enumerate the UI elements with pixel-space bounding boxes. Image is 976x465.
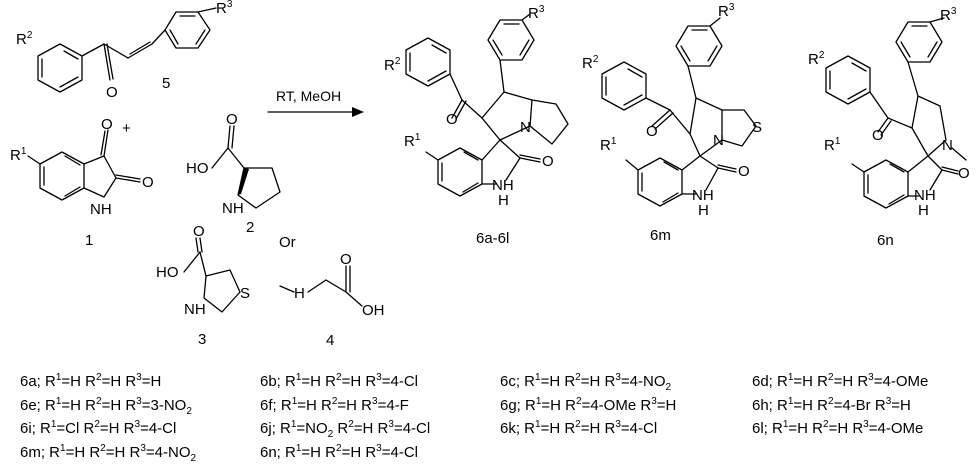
- compound-1-number: 1: [85, 232, 93, 249]
- substituent-entry: 6m; R1=H R2=H R3=4-NO2: [20, 443, 197, 464]
- chalcone-5-structure: R2 R3 O 5: [16, 0, 233, 101]
- r2-label: R2: [384, 56, 401, 74]
- r3-label: R3: [718, 2, 735, 20]
- substituent-entry: 6j; R1=NO2 R2=H R3=4-Cl: [260, 419, 431, 440]
- substituent-entry: 6a; R1=H R2=H R3=H: [20, 372, 162, 390]
- product-label-6m: 6m: [650, 227, 671, 244]
- n-label: N: [942, 137, 953, 154]
- plus-sign: +: [122, 120, 131, 137]
- r1-label: R1: [600, 136, 617, 154]
- s-label: S: [752, 119, 762, 136]
- sarcosine-4-structure: H O OH 4: [279, 251, 385, 349]
- nh-label: NH: [222, 200, 244, 217]
- nh-label: NH: [692, 187, 714, 204]
- o-label: O: [340, 251, 352, 268]
- o-label: O: [446, 111, 458, 128]
- o-label: O: [872, 127, 884, 144]
- n-label: N: [520, 119, 531, 136]
- oh-label: OH: [362, 302, 385, 319]
- substituent-entry: 6e; R1=H R2=H R3=3-NO2: [20, 396, 192, 417]
- substituent-entry: 6b; R1=H R2=H R3=4-Cl: [260, 372, 418, 390]
- r2-label: R2: [582, 54, 599, 72]
- substituent-entry: 6h; R1=H R2=4-Br R3=H: [752, 396, 911, 414]
- product-6a-6l-structure: O R2 R3 N R1 O NH H 6a-6l: [384, 4, 569, 247]
- n-label: N: [713, 132, 724, 149]
- ho-label: HO: [156, 264, 179, 281]
- product-label-6n: 6n: [877, 232, 894, 249]
- n-label: H: [294, 285, 305, 302]
- nh-label: NH: [914, 187, 936, 204]
- o-label: O: [106, 84, 118, 101]
- r1-label: R1: [404, 132, 421, 150]
- thioproline-3-structure: HO O S NH 3: [156, 223, 250, 348]
- compound-3-number: 3: [198, 331, 206, 348]
- substituent-entry: 6c; R1=H R2=H R3=4-NO2: [500, 372, 672, 393]
- isatin-1-structure: R1 O O NH + 1: [10, 116, 154, 249]
- h-label: H: [698, 202, 709, 219]
- o-label: O: [958, 165, 970, 182]
- compound-5-number: 5: [162, 75, 170, 92]
- o-label: O: [142, 174, 154, 191]
- substituent-entry: 6d; R1=H R2=H R3=4-OMe: [752, 372, 929, 390]
- r1-label: R1: [10, 146, 27, 164]
- proline-2-structure: HO O NH 2 Or: [186, 111, 296, 251]
- reaction-conditions: RT, MeOH: [276, 88, 341, 104]
- r2-label: R2: [16, 30, 33, 48]
- compound-2-number: 2: [246, 219, 254, 236]
- s-label: S: [240, 285, 250, 302]
- compound-4-number: 4: [326, 332, 334, 349]
- r3-label: R3: [216, 0, 233, 17]
- or-text: Or: [279, 234, 296, 251]
- h-label: H: [498, 192, 509, 209]
- substituent-entry: 6k; R1=H R2=H R3=4-Cl: [500, 419, 658, 437]
- ho-label: HO: [186, 160, 209, 177]
- substituent-entry: 6g; R1=H R2=4-OMe R3=H: [500, 396, 677, 414]
- o-label: O: [646, 123, 658, 140]
- o-label: O: [101, 116, 113, 133]
- r3-label: R3: [528, 4, 545, 22]
- substituent-entry: 6l; R1=H R2=H R3=4-OMe: [752, 419, 924, 437]
- h-label: H: [918, 202, 929, 219]
- o-label: O: [738, 163, 750, 180]
- r1-label: R1: [824, 136, 841, 154]
- o-label: O: [193, 223, 205, 240]
- nh-label: NH: [90, 201, 112, 218]
- o-label: O: [542, 153, 554, 170]
- product-6m-structure: O R2 R3 S N R1 O NH H 6m: [582, 2, 762, 244]
- substituent-entry: 6i; R1=Cl R2=H R3=4-Cl: [20, 419, 177, 437]
- nh-label: NH: [492, 177, 514, 194]
- reaction-arrow: RT, MeOH: [267, 88, 364, 117]
- product-label-6a-6l: 6a-6l: [476, 230, 509, 247]
- o-label: O: [226, 111, 238, 128]
- substituent-entry: 6n; R1=H R2=H R3=4-Cl: [260, 443, 418, 461]
- r3-label: R3: [940, 6, 957, 24]
- nh-label: NH: [184, 301, 206, 318]
- substituent-entry: 6f; R1=H R2=H R3=4-F: [260, 396, 409, 414]
- product-6n-structure: O R2 R3 N R1 O NH H 6n: [808, 6, 970, 249]
- r2-label: R2: [808, 50, 825, 68]
